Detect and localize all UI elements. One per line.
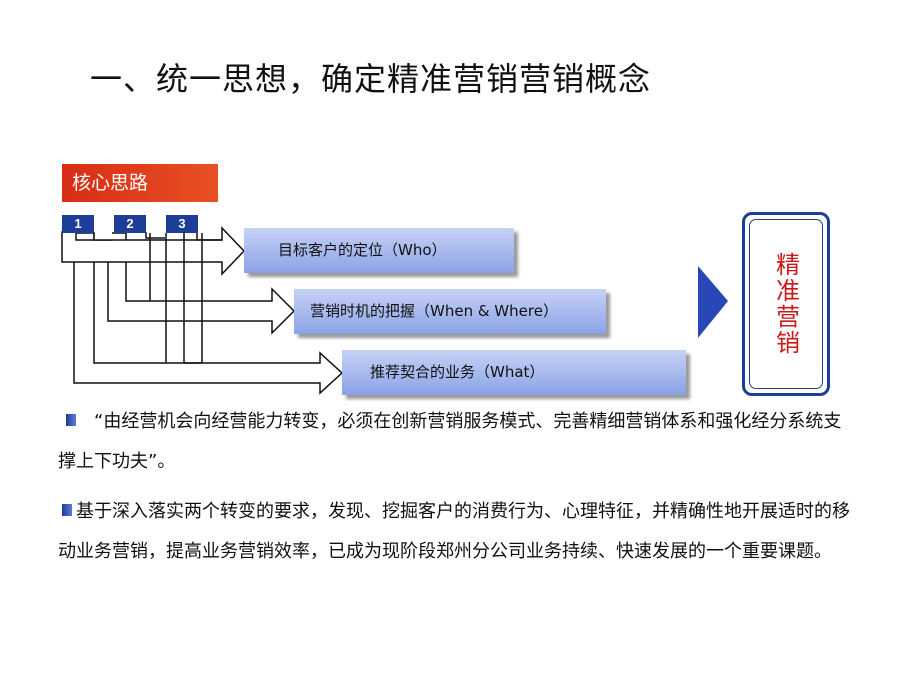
connector-1-2 [94, 232, 112, 240]
arrow-to-step-1 [61, 226, 246, 276]
bullet-icon [62, 504, 72, 516]
paragraph-quote: “由经营机会向经营能力转变，必须在创新营销服务模式、完善精细营销体系和强化经分系… [58, 411, 842, 472]
step-number-2: 2 [114, 215, 146, 233]
result-box: 精准营销 [742, 212, 830, 396]
step-bar-when-where: 营销时机的把握（When & Where） [294, 289, 606, 334]
step-bar-what: 推荐契合的业务（What） [342, 350, 686, 395]
core-idea-label: 核心思路 [62, 164, 218, 202]
step-number-3: 3 [166, 215, 198, 233]
paragraph-body: 基于深入落实两个转变的要求，发现、挖掘客户的消费行为、心理特征，并精确性地开展适… [58, 501, 850, 562]
step-number-1: 1 [62, 215, 94, 233]
result-text: 精准营销 [771, 252, 800, 356]
bullet-icon [66, 414, 76, 426]
arrow-to-step-3 [73, 232, 344, 395]
arrow-to-step-2 [107, 232, 296, 335]
page-title: 一、统一思想，确定精准营销营销概念 [90, 60, 652, 98]
step-bar-who: 目标客户的定位（Who） [244, 228, 514, 273]
